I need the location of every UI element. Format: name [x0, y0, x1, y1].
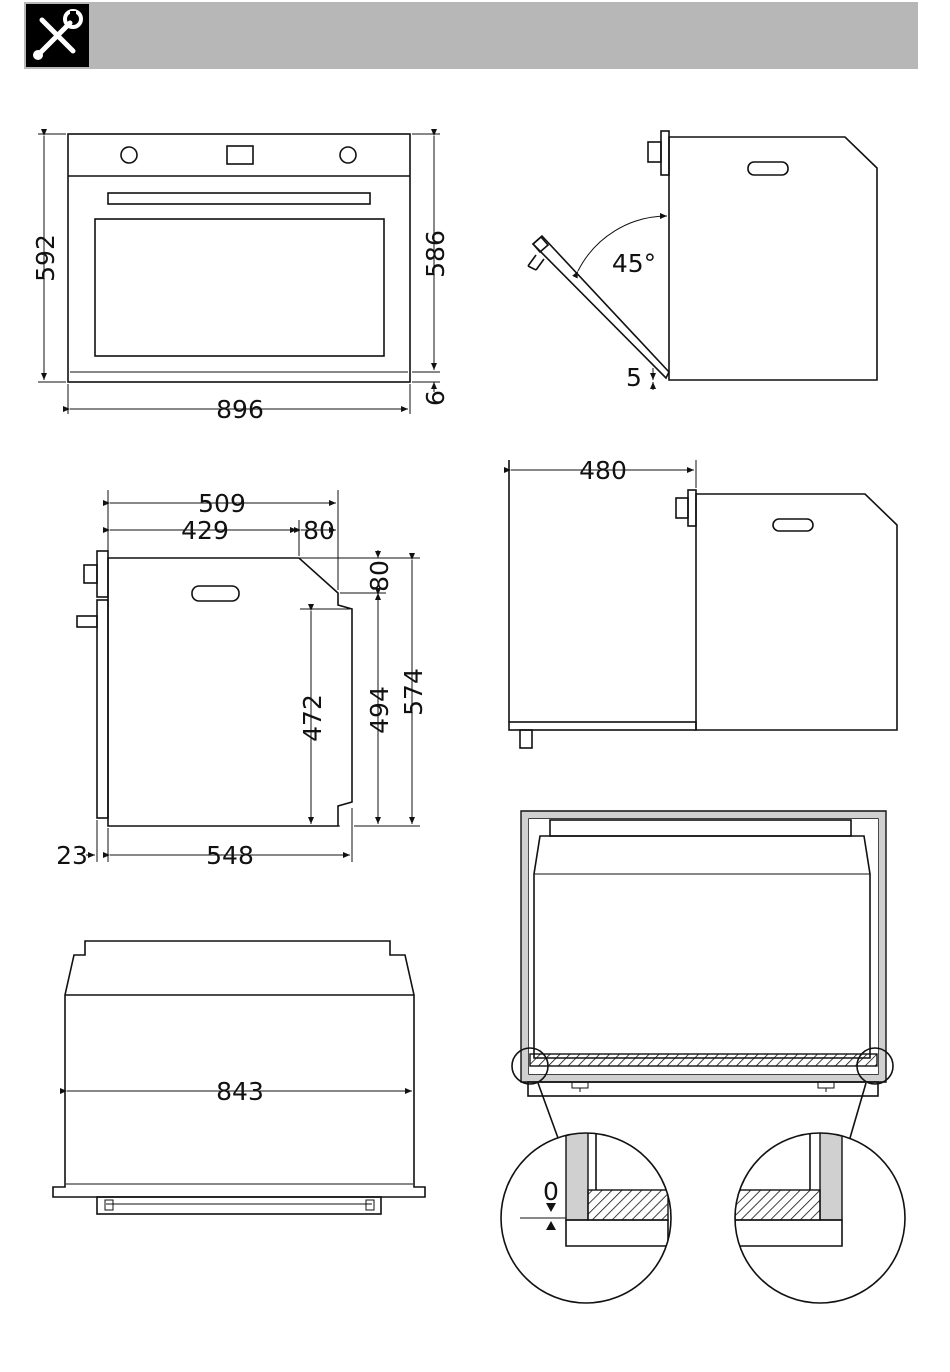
niche-front-view [512, 811, 893, 1138]
dim-472: 472 [298, 694, 327, 742]
dim-843: 843 [216, 1077, 264, 1106]
dim-480: 480 [579, 456, 627, 485]
dim-592: 592 [31, 234, 60, 282]
right-knob [340, 147, 356, 163]
dim-548: 548 [206, 841, 254, 870]
dim-429: 429 [181, 516, 229, 545]
door-open-view: 45° 5 [528, 131, 877, 392]
door-window [95, 219, 384, 356]
dim-586: 586 [421, 230, 450, 278]
display [227, 146, 253, 164]
dim-80-side: 80 [365, 560, 394, 592]
dim-45-degrees: 45° [612, 249, 656, 278]
side-recess-view: 480 [509, 456, 897, 748]
side-view: 509 429 80 80 472 494 574 23 548 [56, 489, 428, 870]
detail-right [735, 1130, 905, 1303]
front-view: 592 586 6 896 [31, 134, 450, 424]
dim-0: 0 [543, 1177, 559, 1206]
dim-80-top: 80 [303, 516, 335, 545]
dim-896: 896 [216, 395, 264, 424]
door-handle [108, 193, 370, 204]
dim-494: 494 [365, 686, 394, 734]
left-knob [121, 147, 137, 163]
dim-5: 5 [626, 363, 642, 392]
dim-509: 509 [198, 489, 246, 518]
dim-6: 6 [421, 390, 450, 406]
top-view: 843 [53, 941, 425, 1214]
dim-23: 23 [56, 841, 88, 870]
dim-574: 574 [399, 668, 428, 716]
detail-left: 0 [501, 1130, 671, 1303]
